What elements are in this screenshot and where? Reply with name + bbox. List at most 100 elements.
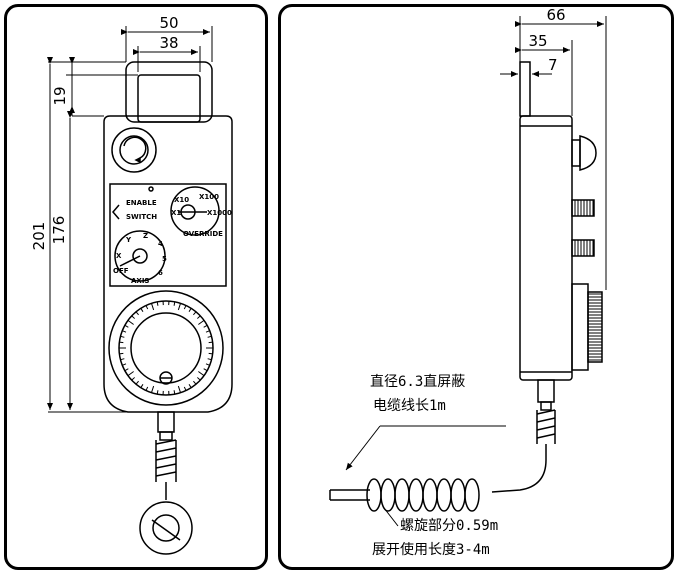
side-dimensions: [500, 16, 607, 290]
x100-label: X100: [199, 193, 219, 201]
wheel-tick: [131, 315, 135, 319]
wheel-tick: [177, 303, 181, 311]
coil-turn: [464, 478, 480, 512]
front-view: [103, 61, 233, 555]
coil-turn: [436, 478, 452, 512]
side-knob-axis: [571, 239, 595, 257]
side-view: [329, 61, 603, 512]
side-estop: [571, 135, 597, 171]
wheel-tick: [183, 305, 187, 310]
wheel-tick: [208, 341, 213, 344]
x10-label: X10: [174, 196, 189, 204]
wheel-tick: [198, 319, 205, 325]
wheel-tick: [151, 385, 155, 393]
wheel-tick: [208, 352, 213, 355]
wheel-tick: [198, 371, 205, 377]
side-handle: [519, 61, 531, 117]
wheel-tick: [183, 386, 187, 391]
wheel-tick: [145, 305, 149, 310]
handwheel: [108, 290, 224, 406]
pendant-body: [103, 115, 233, 413]
wheel-tick: [119, 341, 124, 344]
handle: [125, 61, 213, 123]
wheel-tick: [151, 303, 155, 311]
off-label: OFF: [113, 267, 129, 275]
dim-width-inner: 38: [159, 34, 178, 52]
coil-turn: [366, 478, 382, 512]
note-leaders: [345, 425, 506, 527]
wheel-tick: [124, 368, 129, 372]
wheel-tick: [173, 301, 176, 306]
wheel-tick: [203, 324, 208, 328]
cable-strain-relief: [155, 411, 177, 500]
enable-switch-label: SWITCH: [126, 213, 157, 221]
wheel-tick: [140, 384, 144, 388]
dim-body-height: 176: [50, 216, 68, 245]
wheel-tick: [127, 319, 134, 325]
wheel-tick: [193, 311, 197, 316]
wheel-tick: [177, 385, 181, 393]
coil-turn: [450, 478, 466, 512]
side-view-panel: [278, 4, 674, 570]
wheel-tick: [135, 311, 139, 316]
wheel-tick: [127, 371, 134, 377]
wheel-tick: [205, 363, 210, 366]
wheel-tick: [205, 330, 210, 333]
x1000-label: X1000: [207, 209, 232, 217]
cable-note-line2: 电缆线长1m: [373, 398, 446, 414]
override-selector: [170, 186, 220, 236]
axis-5-label: 5: [162, 255, 167, 263]
shielded-cable: [491, 444, 547, 493]
side-cable-relief: [536, 379, 556, 444]
wheel-tick: [207, 358, 212, 361]
emergency-stop-button: [111, 127, 157, 173]
wheel-tick: [122, 330, 127, 333]
wheel-tick: [119, 352, 124, 355]
wheel-tick: [120, 358, 125, 361]
wheel-tick: [122, 363, 127, 366]
front-dimensions: [47, 26, 213, 413]
wheel-tick: [203, 368, 208, 372]
wheel-tick: [135, 380, 139, 385]
axis-4-label: 4: [158, 240, 163, 248]
wheel-tick: [188, 308, 192, 312]
wheel-tick: [131, 377, 135, 381]
coil-turn: [422, 478, 438, 512]
axis-y-label: Y: [125, 236, 132, 244]
wheel-tick: [156, 390, 159, 395]
axis-label: AXIS: [131, 277, 149, 285]
side-body: [519, 115, 573, 381]
wheel-tick: [197, 315, 201, 319]
axis-selector: [114, 230, 166, 282]
override-label: OVERRIDE: [183, 230, 223, 238]
coil-turn: [394, 478, 410, 512]
wheel-tick: [120, 335, 125, 338]
wheel-tick: [173, 390, 176, 395]
dim-66: 66: [546, 6, 565, 24]
dim-35: 35: [528, 32, 547, 50]
spiral-note-line2: 展开使用长度3-4m: [372, 541, 490, 558]
wheel-tick: [124, 324, 129, 328]
dim-width-outer: 50: [159, 14, 178, 32]
label-plate: [109, 183, 227, 287]
wheel-tick: [207, 335, 212, 338]
enable-switch-icon: [112, 204, 120, 220]
wheel-tick: [156, 301, 159, 306]
wheel-tick: [193, 380, 197, 385]
wheel-tick: [140, 308, 144, 312]
side-knob-override: [571, 199, 595, 217]
x1-label: X1: [171, 209, 181, 217]
hanger-ring: [139, 501, 193, 555]
wheel-tick: [197, 377, 201, 381]
axis-6-label: 6: [158, 269, 163, 277]
axis-z-label: Z: [143, 232, 148, 240]
spiral-coil: [366, 478, 480, 512]
spiral-note-line1: 螺旋部分0.59m: [400, 518, 498, 534]
wheel-tick: [188, 384, 192, 388]
coil-turn: [380, 478, 396, 512]
dim-total-height: 201: [30, 222, 48, 251]
axis-x-label: X: [116, 252, 122, 260]
coil-turn: [408, 478, 424, 512]
cable-note-line1: 直径6.3直屏蔽: [370, 373, 465, 390]
